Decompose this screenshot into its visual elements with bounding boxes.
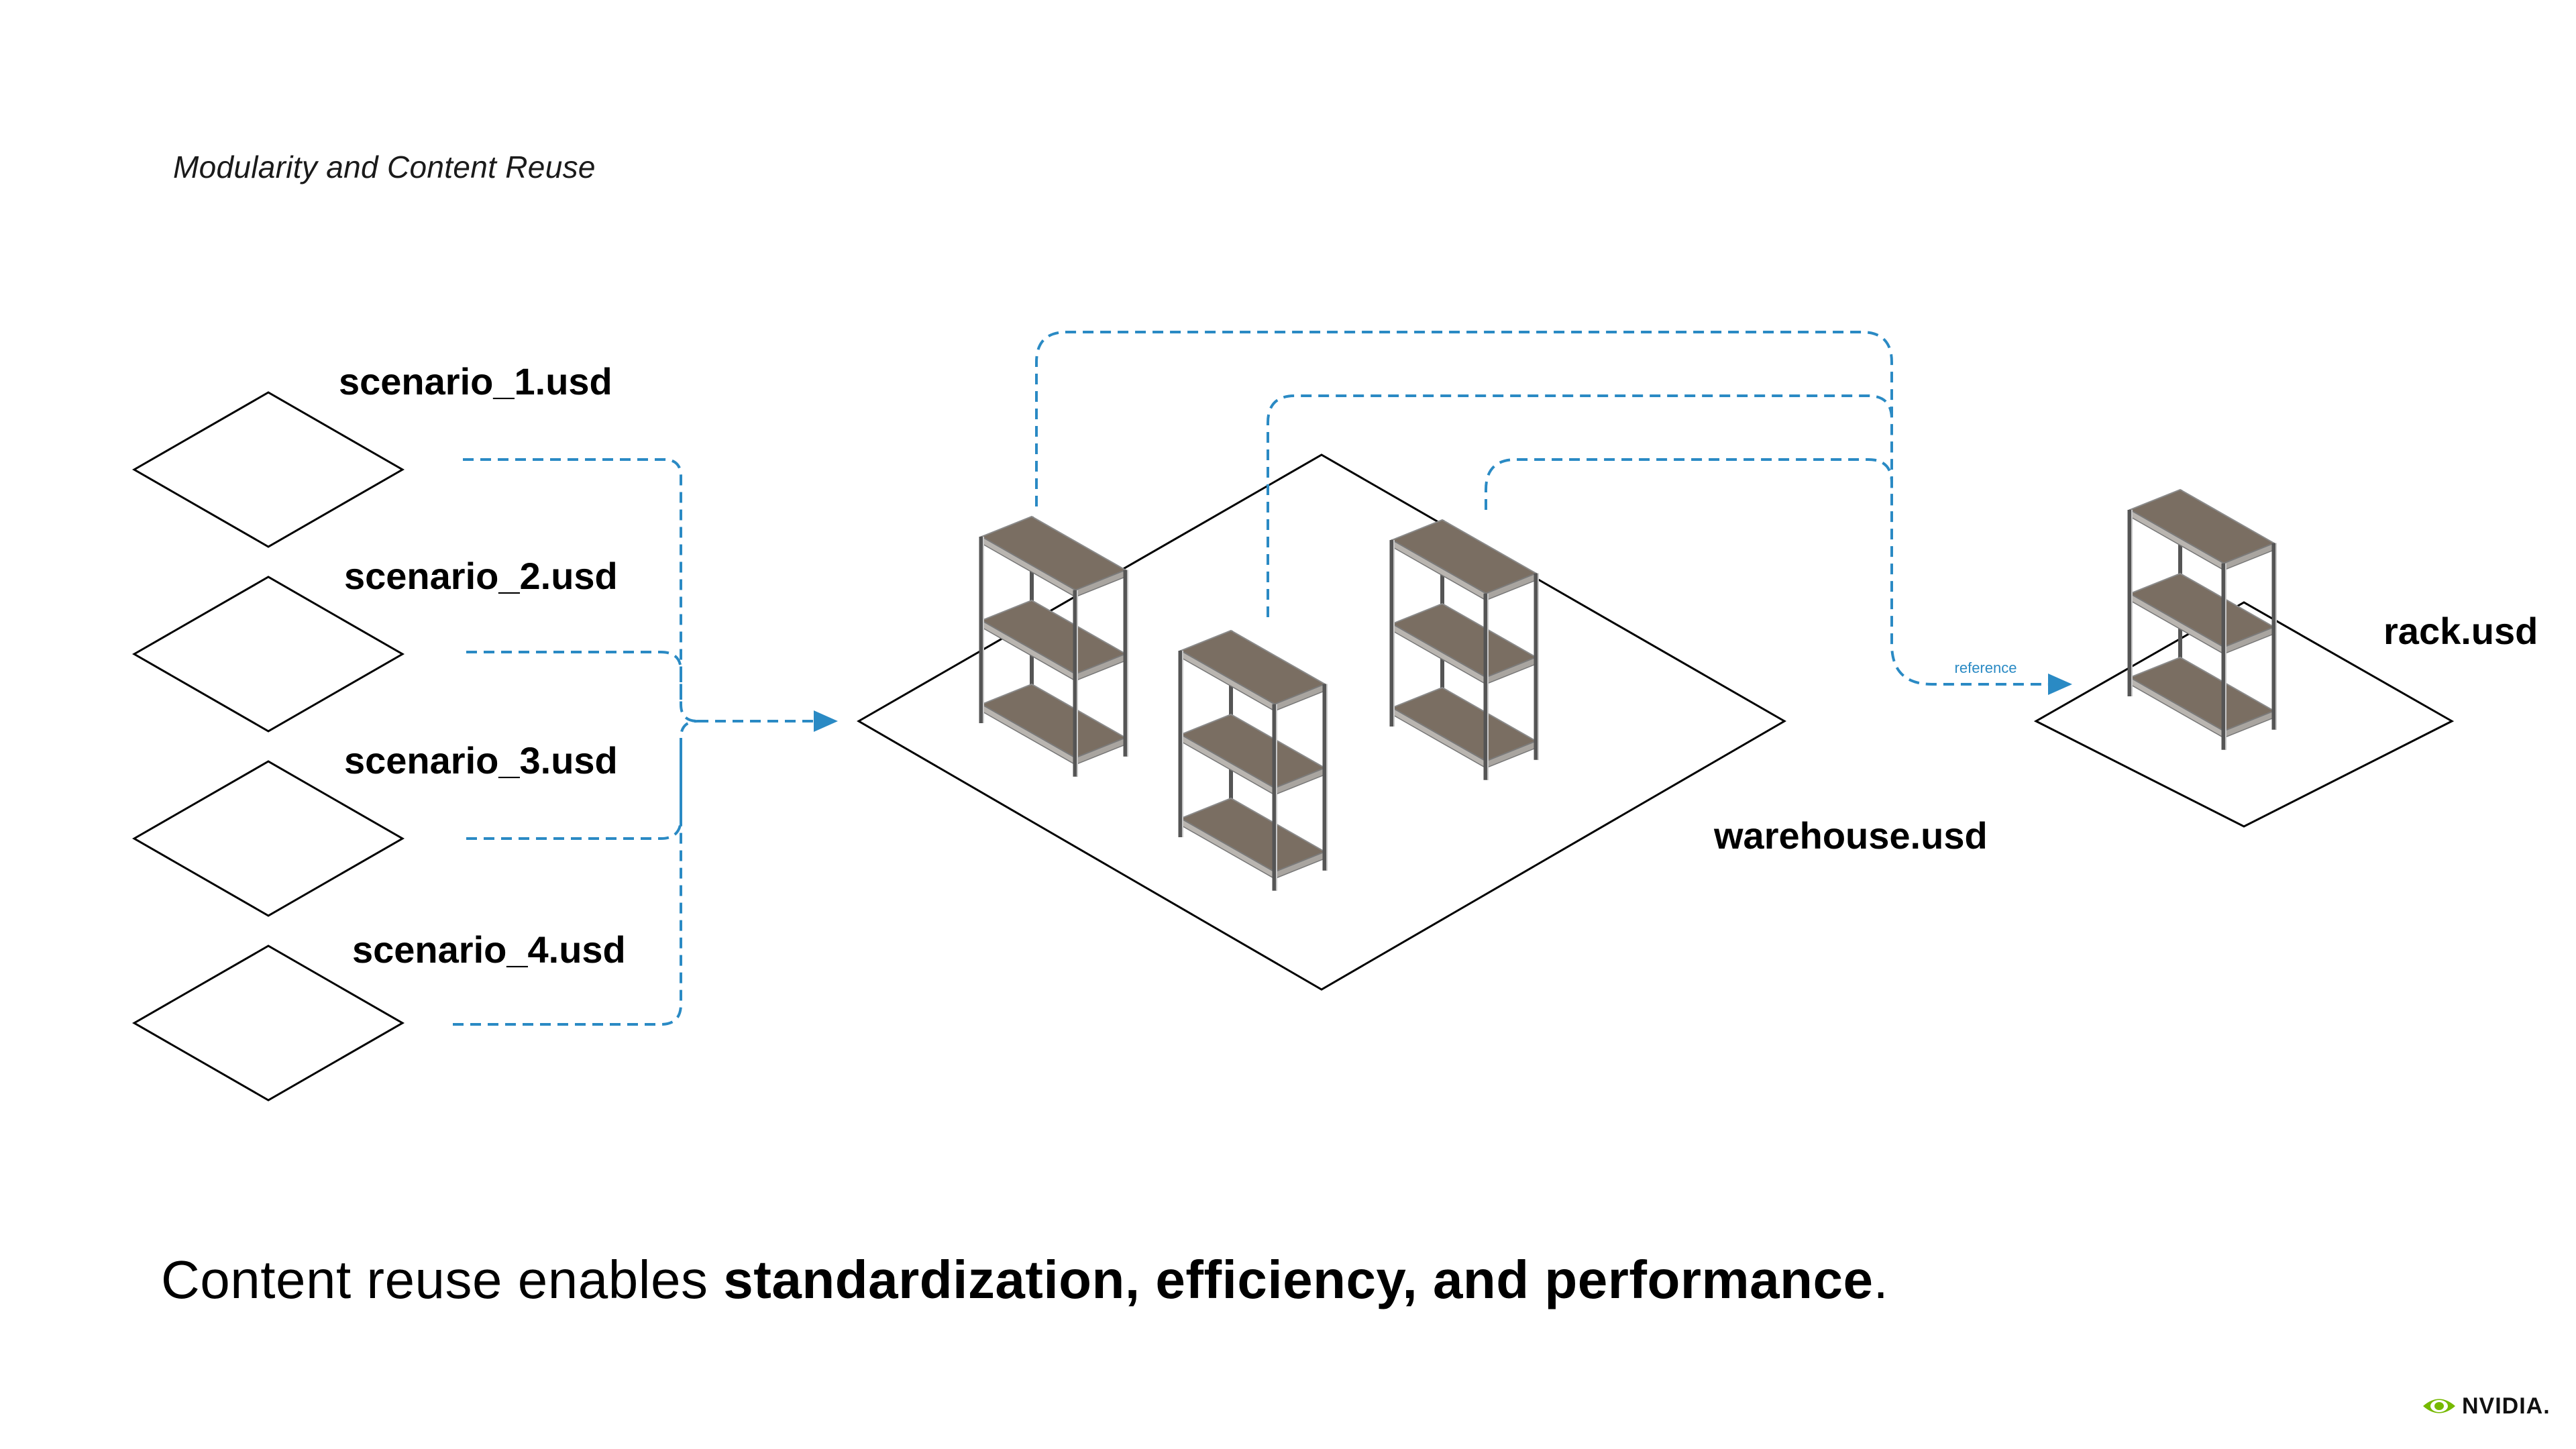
tagline: Content reuse enables standardization, e… — [161, 1249, 1888, 1311]
rack-3 — [1389, 519, 1539, 780]
tagline-end: . — [1873, 1250, 1889, 1309]
scenario-4-plane — [131, 945, 405, 1102]
warehouse-floor — [857, 453, 1786, 991]
nvidia-eye-icon — [2423, 1399, 2455, 1413]
rack-2 — [1178, 629, 1328, 891]
tagline-bold: standardization, efficiency, and perform… — [723, 1250, 1874, 1309]
reference-label: reference — [1955, 659, 2017, 676]
reference-line-rack-2 — [1267, 394, 1893, 617]
rack-1 — [979, 515, 1128, 777]
brand-logo: NVIDIA. — [2422, 1387, 2556, 1425]
scenario-2-label: scenario_2.usd — [344, 555, 618, 597]
scenario-1-plane — [131, 391, 405, 548]
scenario-1-label: scenario_1.usd — [339, 360, 612, 402]
rack-label: rack.usd — [2383, 610, 2538, 652]
rack-floor — [2033, 601, 2455, 828]
warehouse-label: warehouse.usd — [1713, 814, 1988, 857]
slide-title: Modularity and Content Reuse — [173, 150, 596, 184]
reference-line-rack-3 — [1485, 458, 1893, 510]
scenario-2-plane — [131, 576, 405, 733]
tagline-plain: Content reuse enables — [161, 1250, 724, 1309]
reference-line-rack-1 — [1035, 331, 2072, 695]
scenario-3-label: scenario_3.usd — [344, 739, 618, 782]
brand-text: NVIDIA. — [2462, 1393, 2551, 1419]
scenario-4-label: scenario_4.usd — [352, 928, 626, 971]
connector-scenario-1 — [463, 458, 698, 722]
connector-scenario-2 — [466, 651, 682, 704]
scenario-3-plane — [131, 760, 405, 917]
rack-asset — [2127, 488, 2277, 750]
